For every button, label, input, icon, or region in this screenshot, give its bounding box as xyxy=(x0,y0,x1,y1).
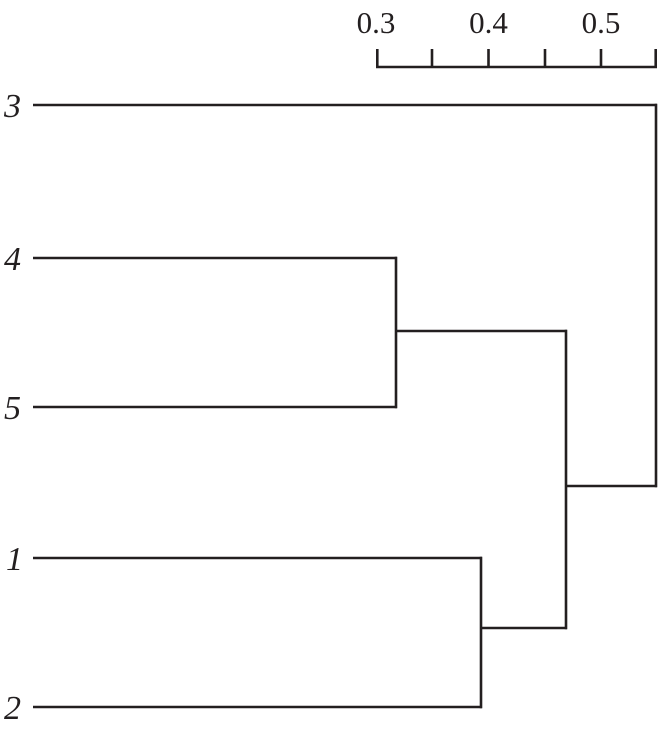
merge-links-group xyxy=(394,103,658,709)
axis-tick-label-0-5: 0.5 xyxy=(582,5,621,40)
leaf-label-4: 4 xyxy=(4,241,21,278)
axis-group: 0.3 0.4 0.5 xyxy=(357,5,658,69)
leaf-label-5: 5 xyxy=(4,390,21,427)
leaf-branches-group xyxy=(33,103,657,709)
leaf-labels-group: 3 4 5 1 2 xyxy=(3,88,23,727)
leaf-label-2: 2 xyxy=(4,690,21,727)
axis-tick-label-0-4: 0.4 xyxy=(469,5,508,40)
axis-tick-label-0-3: 0.3 xyxy=(357,5,396,40)
leaf-label-1: 1 xyxy=(6,541,23,578)
leaf-label-3: 3 xyxy=(3,88,21,125)
